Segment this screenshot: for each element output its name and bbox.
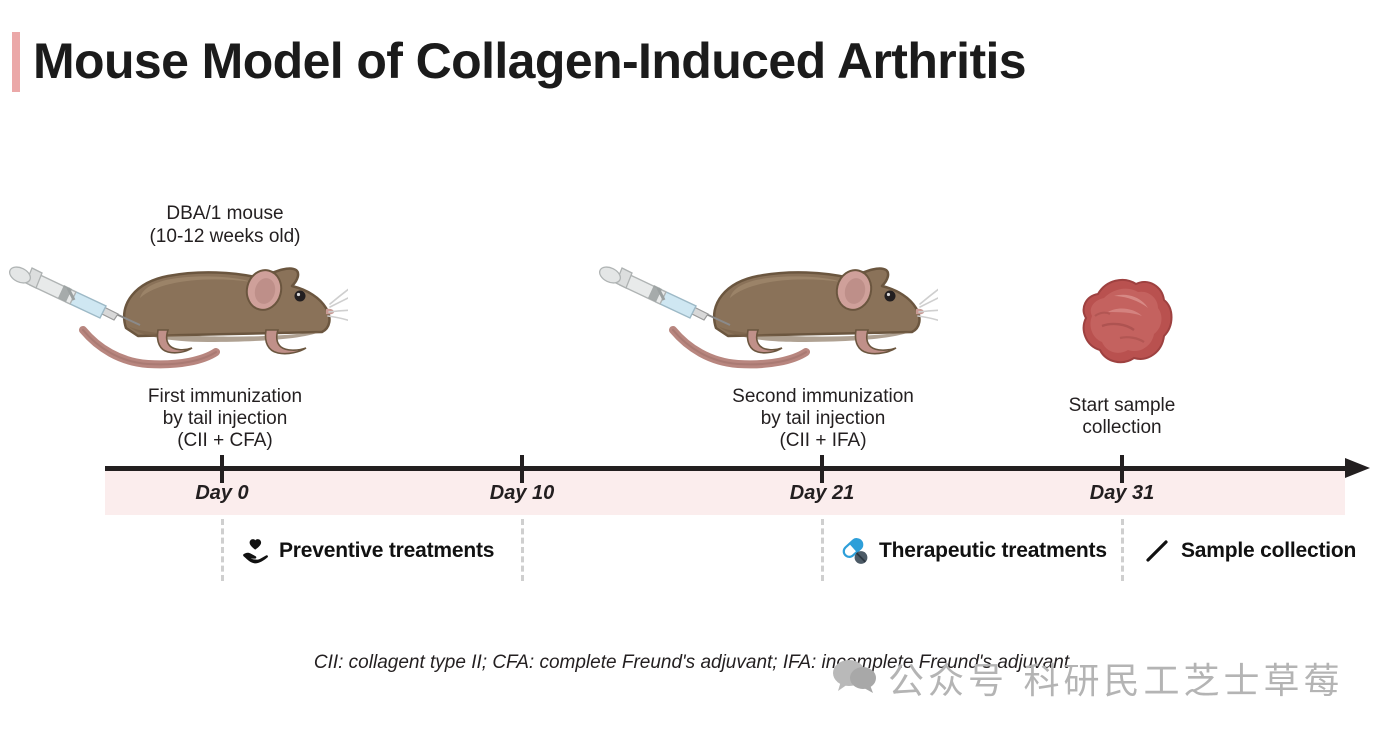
mouse-syringe-svg bbox=[8, 266, 361, 369]
title-row: Mouse Model of Collagen-Induced Arthriti… bbox=[0, 22, 1383, 102]
first-immunization-caption: First immunization by tail injection (CI… bbox=[147, 386, 303, 451]
timeline-line bbox=[105, 466, 1350, 471]
timeline-label-day0: Day 0 bbox=[195, 482, 249, 504]
legend-item-preventive[interactable]: Preventive treatments bbox=[240, 536, 494, 566]
mouse-strain-label: DBA/1 mouse (10-12 weeks old) bbox=[149, 203, 301, 247]
timeline-guide-day21 bbox=[821, 519, 824, 581]
timeline-guide-day0 bbox=[221, 519, 224, 581]
mouse-syringe-svg-2 bbox=[598, 266, 951, 369]
timeline-label-day21: Day 21 bbox=[789, 482, 855, 504]
timeline-tick-day0 bbox=[220, 455, 224, 483]
tissue-sample-svg bbox=[1082, 278, 1173, 364]
legend-label-therapeutic: Therapeutic treatments bbox=[879, 539, 1107, 562]
timeline-label-day10: Day 10 bbox=[489, 482, 555, 504]
timeline-tick-day31 bbox=[1120, 455, 1124, 483]
sample-collection-caption: Start sample collection bbox=[1068, 395, 1176, 438]
timeline-axis bbox=[105, 458, 1370, 478]
mouse-with-syringe-icon bbox=[8, 252, 361, 377]
needle-slash-icon bbox=[1142, 536, 1172, 566]
pill-capsule-icon bbox=[840, 536, 870, 566]
legend-label-preventive: Preventive treatments bbox=[279, 539, 495, 562]
legend-item-therapeutic[interactable]: Therapeutic treatments bbox=[840, 536, 1107, 566]
legend-item-sample[interactable]: Sample collection bbox=[1142, 536, 1356, 566]
heart-in-hand-icon bbox=[240, 536, 270, 566]
second-immunization-caption: Second immunization by tail injection (C… bbox=[732, 386, 914, 451]
timeline-guide-day31 bbox=[1121, 519, 1124, 581]
legend-label-sample: Sample collection bbox=[1181, 539, 1357, 562]
timeline-band bbox=[105, 470, 1345, 515]
footnote-abbreviations: CII: collagent type II; CFA: complete Fr… bbox=[313, 652, 1070, 673]
timeline-tick-day21 bbox=[820, 455, 824, 483]
timeline-label-day31: Day 31 bbox=[1089, 482, 1155, 504]
timeline-guide-day10 bbox=[521, 519, 524, 581]
page-title: Mouse Model of Collagen-Induced Arthriti… bbox=[33, 33, 1027, 89]
timeline-tick-day10 bbox=[520, 455, 524, 483]
mouse-with-syringe-icon-2 bbox=[598, 252, 951, 377]
tissue-sample-icon bbox=[1062, 268, 1182, 378]
title-accent-bar bbox=[12, 32, 20, 92]
timeline-arrowhead-icon bbox=[1345, 458, 1370, 478]
